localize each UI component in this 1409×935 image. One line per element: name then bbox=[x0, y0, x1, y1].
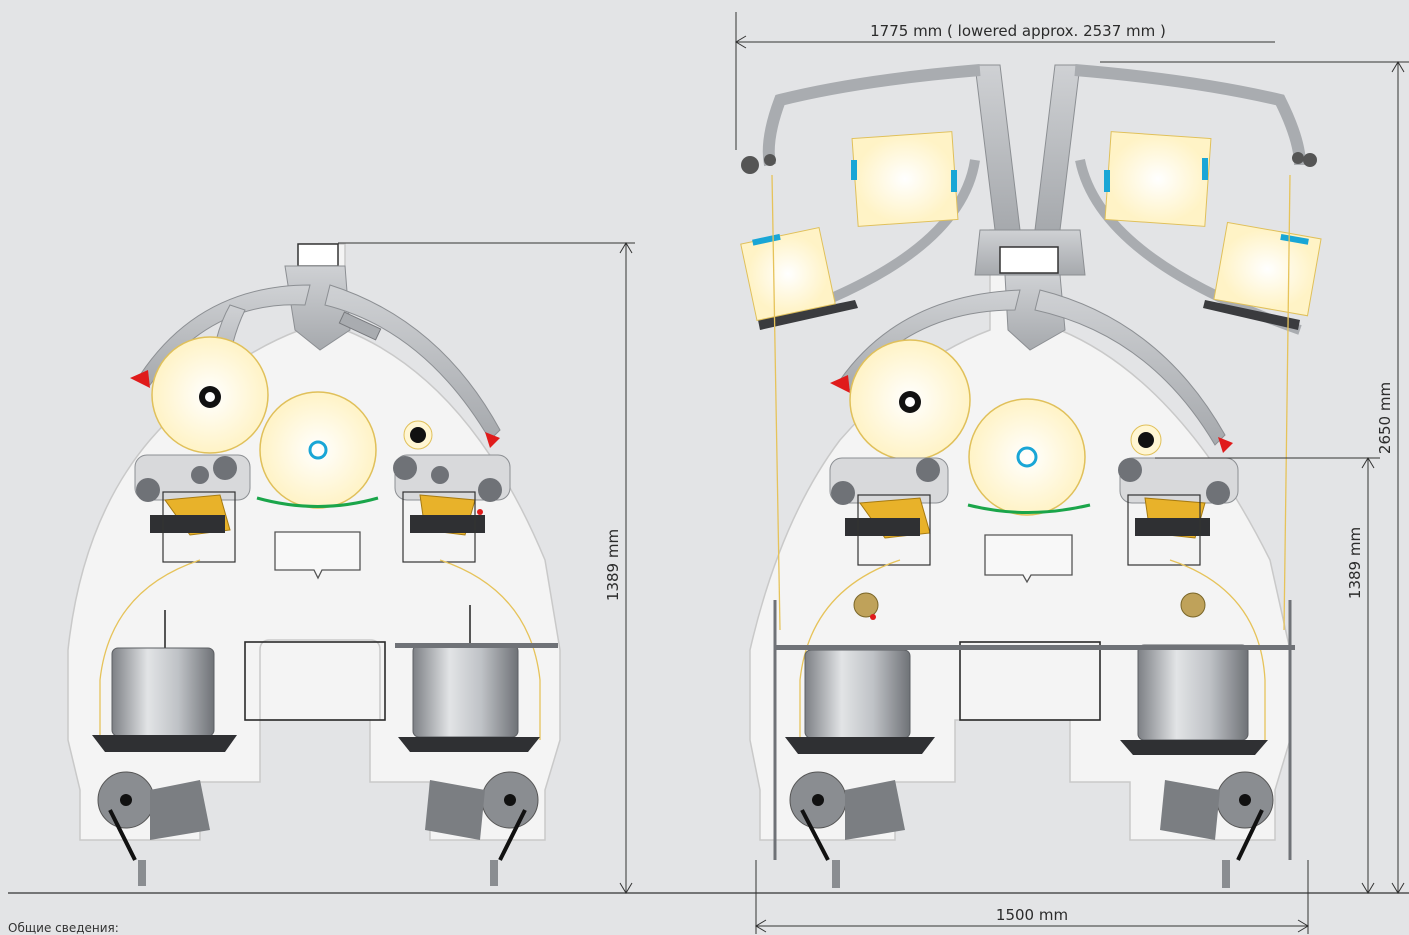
creel-bobbin-2 bbox=[851, 131, 959, 227]
dim-bottom-width bbox=[755, 860, 1309, 934]
caption: Общие сведения: bbox=[8, 921, 119, 935]
creel-tower-left bbox=[974, 64, 1021, 231]
dim-top-width-label: 1775 mm ( lowered approx. 2537 mm ) bbox=[870, 22, 1166, 40]
left-machine bbox=[67, 243, 561, 886]
dim-left-height-label: 1389 mm bbox=[604, 529, 622, 601]
left-can-1 bbox=[111, 647, 215, 737]
dim-total-height bbox=[1100, 61, 1409, 894]
left-arm-right bbox=[324, 284, 501, 441]
dim-right-height bbox=[1155, 457, 1380, 894]
dim-top-width bbox=[735, 12, 1275, 150]
dim-bottom-width-label: 1500 mm bbox=[996, 906, 1068, 924]
dim-total-height-label: 2650 mm bbox=[1376, 382, 1394, 454]
left-top-box bbox=[297, 243, 339, 267]
right-machine bbox=[740, 64, 1322, 888]
left-can-2 bbox=[412, 644, 519, 738]
creel-bobbin-4 bbox=[1213, 221, 1322, 317]
creel-bobbin-3 bbox=[1104, 131, 1212, 227]
dim-right-height-label: 1389 mm bbox=[1346, 527, 1364, 599]
dim-left-height bbox=[338, 242, 635, 894]
left-bobbin-center bbox=[259, 391, 377, 509]
creel-tower-right bbox=[1034, 64, 1081, 231]
